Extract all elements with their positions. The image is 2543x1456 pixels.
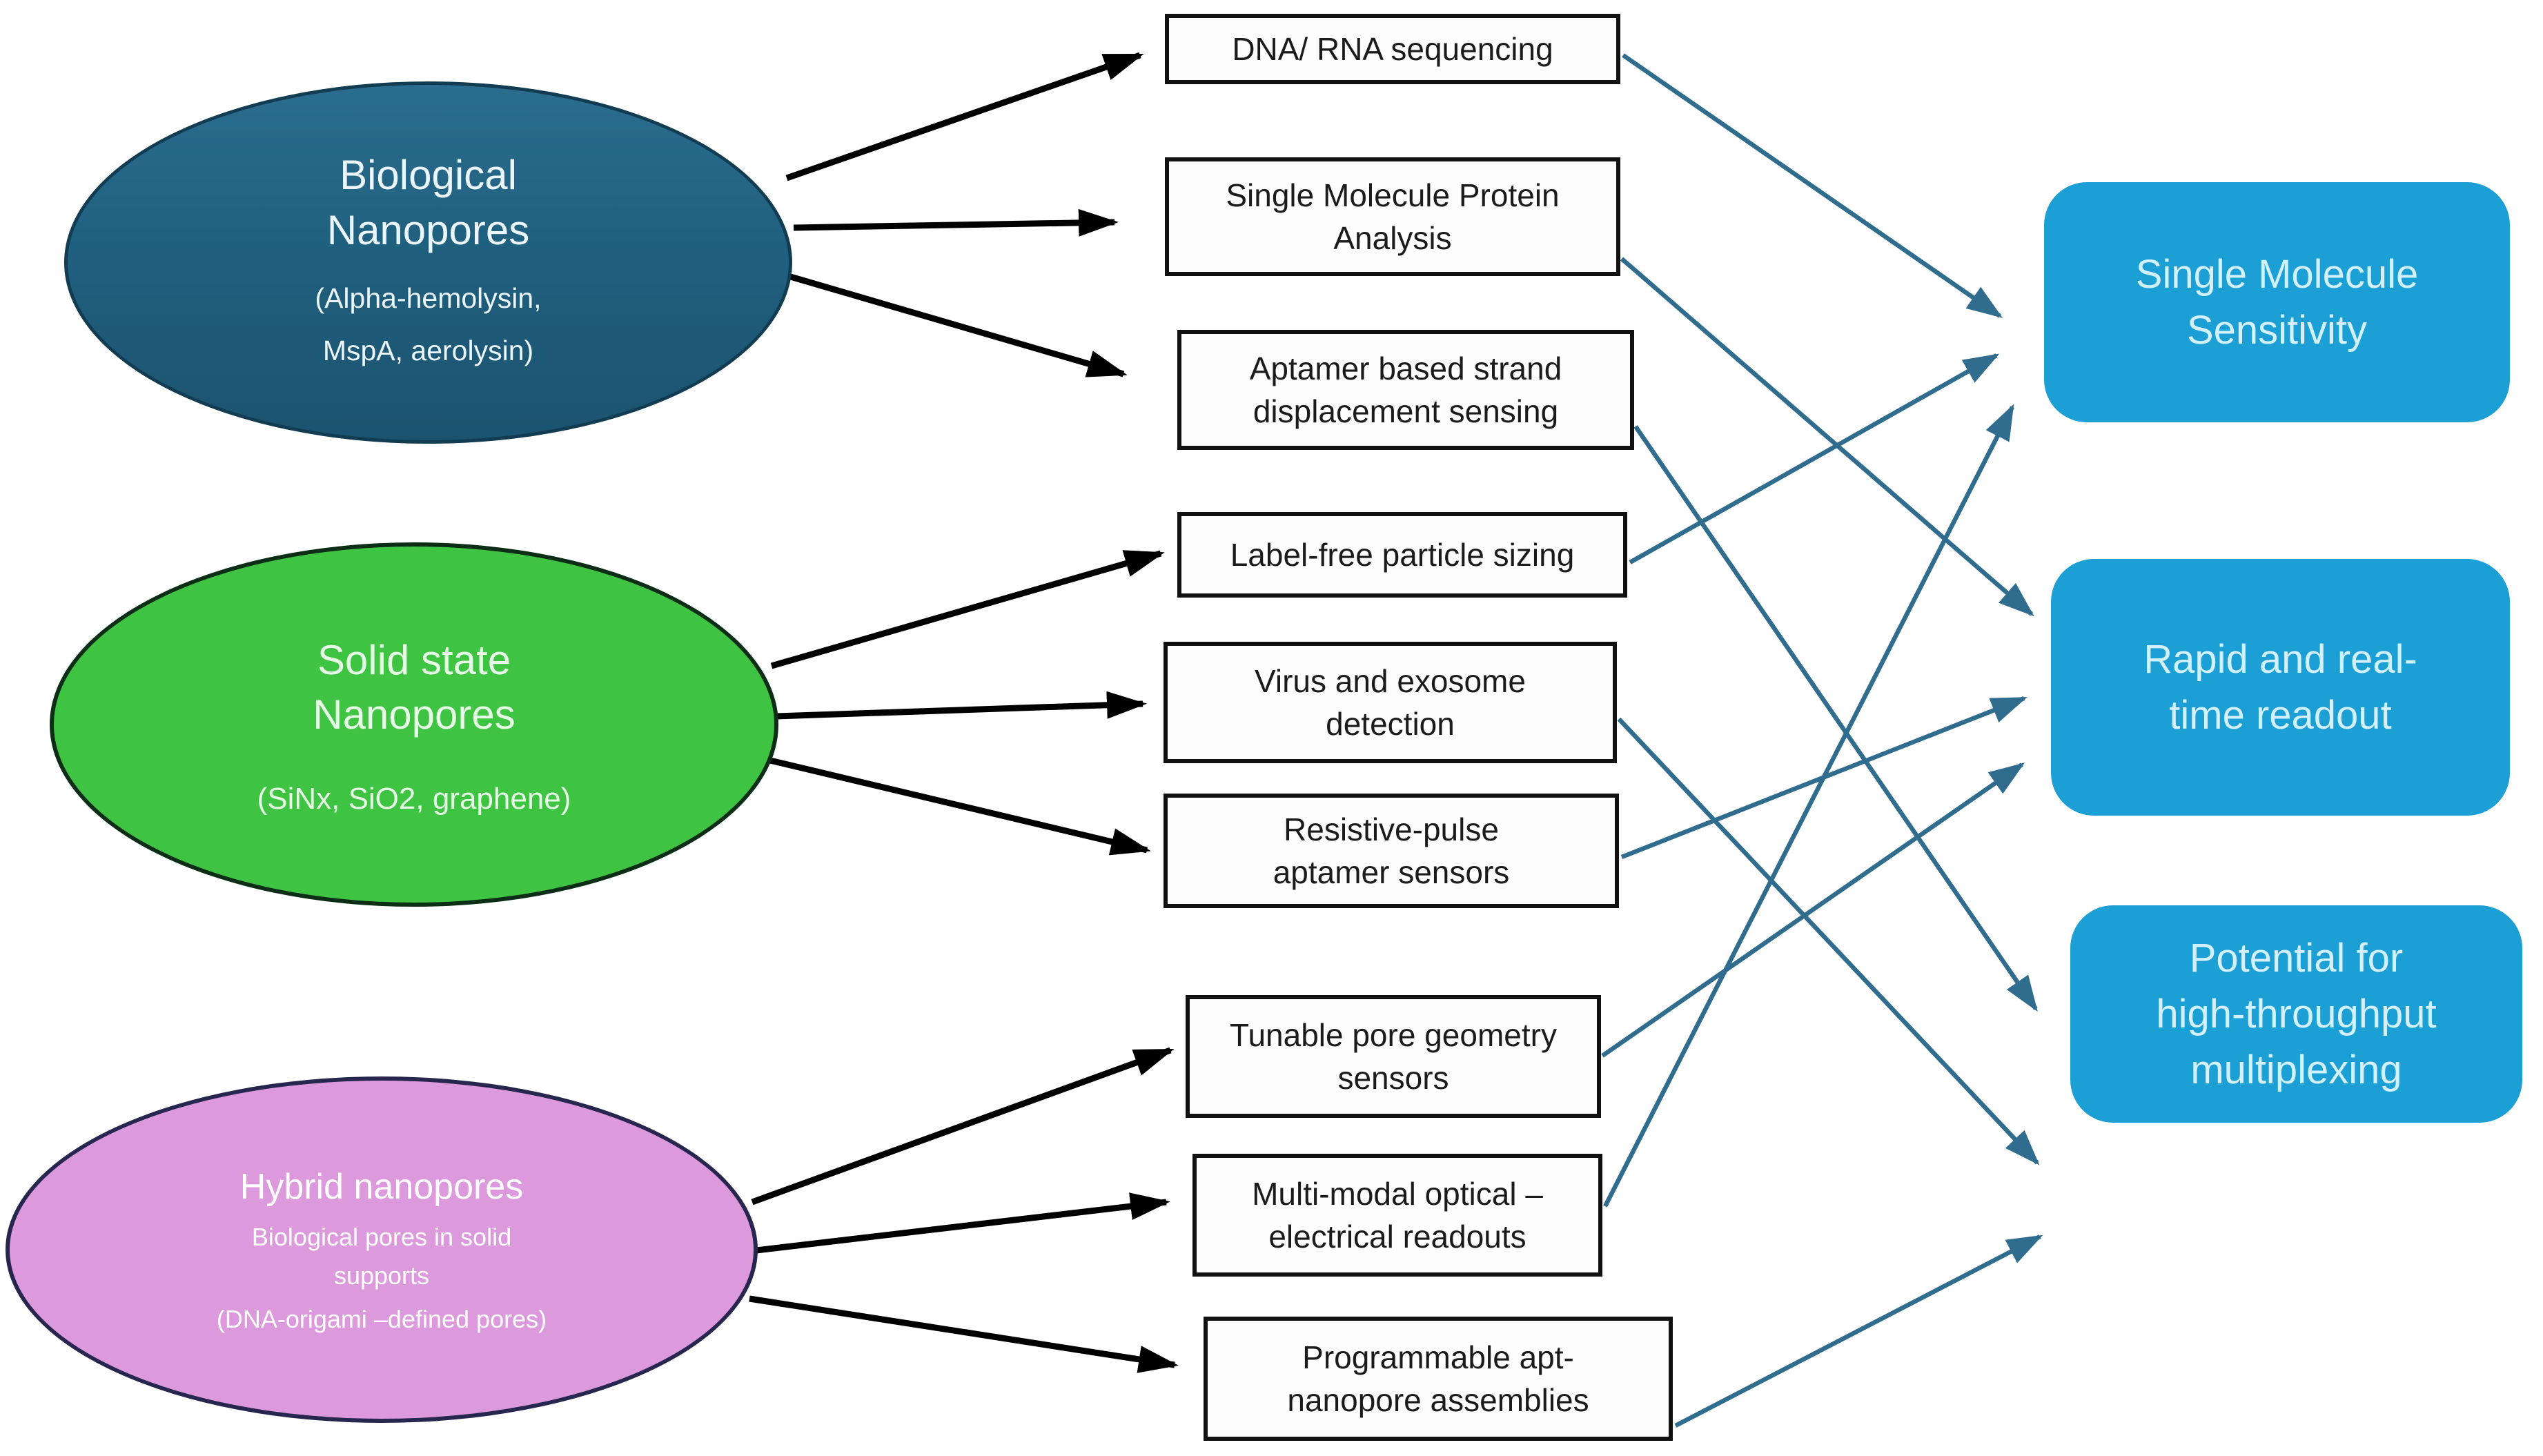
hybrid-nanopores-subtitle: Biological pores in solid supports xyxy=(251,1223,512,1290)
hybrid-nanopores-note: (DNA-origami –defined pores) xyxy=(216,1304,547,1333)
biological-nanopores-subtitle: (Alpha-hemolysin, MspA, aerolysin) xyxy=(315,282,542,366)
app-box-tunable-pore-geometry-sensors: Tunable pore geometry sensors xyxy=(1186,995,1601,1118)
edge-hybrid-to-programmable xyxy=(749,1295,1179,1373)
edge-hybrid-to-tunable xyxy=(751,1047,1175,1206)
benefit-box-rapid-real-time-readout: Rapid and real- time readout xyxy=(2051,559,2510,816)
biological-nanopores-title: Biological Nanopores xyxy=(326,152,530,253)
source-ellipse-solid-state-nanopores: Solid state Nanopores (SiNx, SiO2, graph… xyxy=(50,542,778,907)
edge-aptamer-to-multiplexing xyxy=(1633,425,2038,1012)
edge-biological-to-dna-rna xyxy=(785,52,1144,181)
edge-solid-to-label-free xyxy=(770,550,1165,669)
app-box-resistive-pulse-aptamer-sensors: Resistive-pulse aptamer sensors xyxy=(1164,794,1619,908)
edge-solid-to-resistive xyxy=(769,757,1151,856)
edge-protein-to-rapid xyxy=(1620,257,2034,617)
app-box-programmable-apt-nanopore-assemblies: Programmable apt- nanopore assemblies xyxy=(1204,1317,1673,1441)
app-box-label-free-particle-sizing: Label-free particle sizing xyxy=(1177,512,1627,598)
edge-biological-to-protein xyxy=(793,208,1119,237)
edge-dna-rna-to-sensitivity xyxy=(1622,53,2003,318)
solid-state-nanopores-subtitle: (SiNx, SiO2, graphene) xyxy=(257,782,571,816)
app-box-dna-rna-sequencing: DNA/ RNA sequencing xyxy=(1165,14,1620,84)
edge-label-free-to-sensitivity xyxy=(1629,353,2000,564)
hybrid-nanopores-title: Hybrid nanopores xyxy=(239,1167,524,1207)
source-ellipse-hybrid-nanopores: Hybrid nanopores Biological pores in sol… xyxy=(6,1076,758,1423)
app-box-aptamer-strand-displacement: Aptamer based strand displacement sensin… xyxy=(1177,330,1634,450)
app-box-multi-modal-optical-electrical-readouts: Multi-modal optical – electrical readout… xyxy=(1192,1154,1602,1277)
edge-biological-to-aptamer xyxy=(787,273,1128,377)
app-box-virus-exosome-detection: Virus and exosome detection xyxy=(1164,642,1617,763)
app-box-single-molecule-protein-analysis: Single Molecule Protein Analysis xyxy=(1165,157,1620,276)
benefit-box-high-throughput-multiplexing: Potential for high-throughput multiplexi… xyxy=(2070,905,2522,1123)
solid-state-nanopores-title: Solid state Nanopores xyxy=(313,636,516,738)
edge-tunable-to-rapid xyxy=(1601,763,2025,1058)
edge-hybrid-to-multimodal xyxy=(756,1192,1170,1254)
benefit-box-single-molecule-sensitivity: Single Molecule Sensitivity xyxy=(2044,182,2510,422)
edge-solid-to-virus xyxy=(775,691,1147,720)
edge-multimodal-to-sensitivity xyxy=(1603,404,2014,1208)
source-ellipse-biological-nanopores: Biological Nanopores (Alpha-hemolysin, M… xyxy=(64,81,792,444)
edge-resistive-to-rapid xyxy=(1620,696,2027,860)
edge-virus-to-multiplexing xyxy=(1617,717,2040,1165)
edge-programmable-to-multiplexing xyxy=(1674,1234,2043,1428)
